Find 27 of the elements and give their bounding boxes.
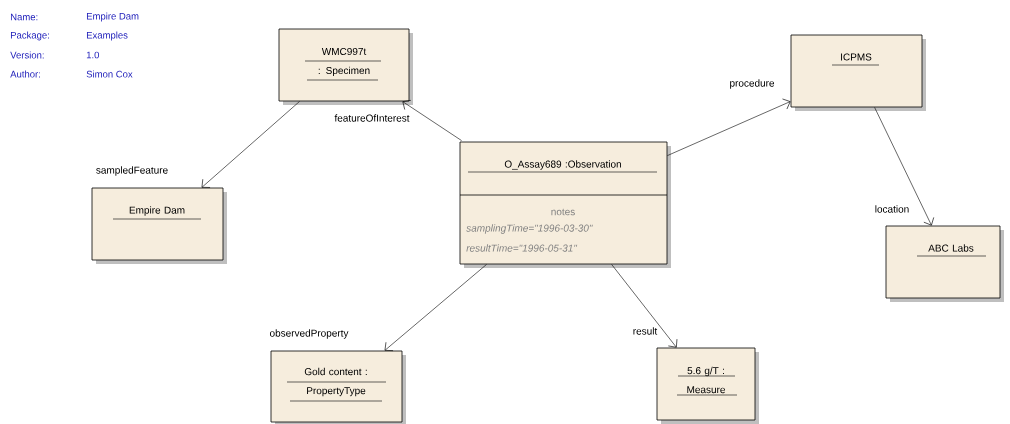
header-text: Name: — [11, 13, 38, 21]
header-text: Simon Cox — [86, 70, 133, 78]
object-box: 5.6 g/T : Measure — [656, 347, 759, 424]
header-text: 1.0 — [86, 51, 100, 59]
object-box: O_Assay689 :Observation notes samplingTime="1996-03-30" resultTime="1996-05-31" — [459, 141, 671, 268]
arrow — [201, 101, 300, 188]
arrow — [874, 107, 935, 226]
header-text: Empire Dam — [87, 12, 139, 22]
role-label: procedure — [728, 78, 776, 90]
arrow — [402, 100, 462, 141]
role-label: observedProperty — [268, 328, 350, 340]
header-text: Examples — [87, 31, 128, 41]
object-box: WMC997t : Specimen — [278, 28, 413, 105]
object-box: Gold content : PropertyType — [270, 350, 406, 424]
header-text: Package: — [11, 31, 49, 41]
role-label: location — [873, 204, 911, 214]
role-label: result — [631, 326, 659, 336]
object-box: ABC Labs — [885, 225, 1004, 302]
header-text: Version: — [10, 51, 44, 59]
role-label: sampledFeature — [94, 165, 170, 177]
arrow — [384, 264, 487, 351]
role-label: featureOfInterest — [333, 113, 411, 123]
object-box: Empire Dam — [91, 187, 227, 264]
object-box: ICPMS — [790, 34, 926, 111]
arrow — [667, 98, 791, 156]
header-text: Author: — [10, 70, 40, 78]
arrow — [611, 264, 678, 348]
